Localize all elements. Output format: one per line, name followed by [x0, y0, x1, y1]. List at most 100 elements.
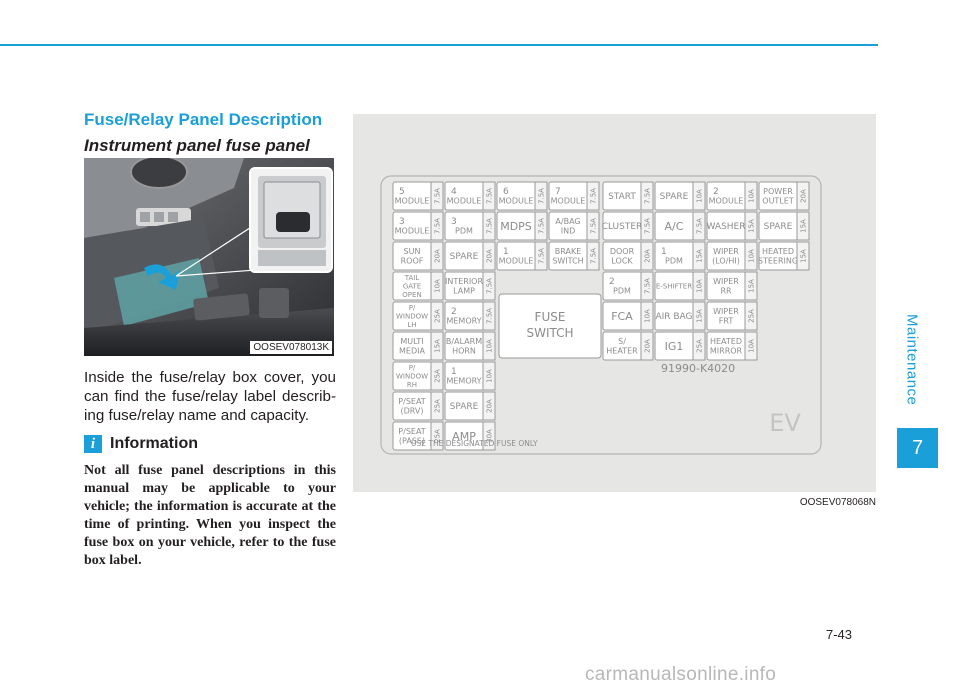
arrow-icon [144, 264, 180, 290]
fuse-label: FCA [611, 310, 633, 323]
fuse-label: MODULE [551, 197, 586, 206]
fuse-label: 1 [503, 247, 509, 257]
fuse-rating: 15A [696, 309, 704, 323]
fuse-label: MODULE [395, 227, 430, 236]
fuse-rating-box [482, 271, 496, 301]
fuse-label: 3 [451, 217, 457, 227]
fuse-label: GATE [403, 283, 421, 291]
information-icon: i [84, 435, 102, 453]
fuse-label: PDM [665, 257, 683, 266]
fuse-rating: 7.5A [538, 218, 546, 234]
fuse-rating: 25A [434, 399, 442, 413]
fuse-rating: 25A [434, 369, 442, 383]
fuse-rating-box [796, 211, 810, 241]
fuse-rating-box [692, 271, 706, 301]
fuse-label: SPARE [450, 402, 479, 412]
fuse-label: WIPER [713, 247, 739, 256]
fuse-rating: 10A [696, 279, 704, 293]
fuse-label: P/ [409, 364, 416, 372]
fuse-label: LAMP [453, 287, 475, 296]
fuse-rating-box [430, 301, 444, 331]
fuse-rating: 25A [748, 309, 756, 323]
header-rule [0, 44, 878, 46]
fuse-label: 1 [661, 247, 667, 257]
fuse-label: AMP [452, 430, 476, 443]
fuse-rating: 7.5A [486, 218, 494, 234]
fuse-label: (PASS) [399, 437, 425, 446]
fuse-label: MEMORY [446, 377, 481, 386]
section-title: Fuse/Relay Panel Description [84, 110, 323, 129]
fuse-rating-box [430, 391, 444, 421]
fuse-rating-box [482, 301, 496, 331]
fuse-switch-label: FUSE [535, 310, 566, 324]
fuse-label: STEERING [758, 257, 798, 266]
watermark: carmanualsonline.info [585, 664, 777, 685]
fuse-label: P/ [409, 304, 416, 312]
fuse-rating-box [692, 181, 706, 211]
fuse-rating: 7.5A [486, 188, 494, 204]
fuse-rating: 15A [748, 279, 756, 293]
fuse-label: 7 [555, 187, 561, 197]
fuse-label: (DRV) [401, 407, 424, 416]
fuse-rating: 7.5A [434, 188, 442, 204]
fuse-rating-box [744, 211, 758, 241]
fuse-label: HEATED [762, 247, 794, 256]
fuse-label: SWITCH [552, 257, 583, 266]
fuse-label: 4 [451, 187, 457, 197]
fuse-label: PDM [613, 287, 631, 296]
fuse-rating-box [640, 181, 654, 211]
fuse-rating: 20A [486, 249, 494, 263]
fuse-rating: 10A [486, 369, 494, 383]
fuse-rating: 15A [800, 249, 808, 263]
fuse-rating: 7.5A [644, 188, 652, 204]
fuse-label: ROOF [401, 257, 424, 266]
fuse-rating-box [482, 211, 496, 241]
fuse-rating-box [534, 181, 548, 211]
fuse-rating: 10A [644, 309, 652, 323]
dashboard-illustration [84, 158, 334, 356]
fuse-rating: 7.5A [486, 308, 494, 324]
fuse-rating: 30A [486, 429, 494, 443]
fuse-label: 6 [503, 187, 509, 197]
fuse-label: MEMORY [446, 317, 481, 326]
fuse-rating: 20A [800, 189, 808, 203]
fuse-rating-box [534, 241, 548, 271]
fuse-label: SPARE [450, 252, 479, 262]
fuse-rating: 10A [748, 339, 756, 353]
page-number: 7-43 [826, 627, 853, 642]
fuse-rating: 15A [800, 219, 808, 233]
fuse-label: MODULE [447, 197, 482, 206]
fuse-label: (LO/HI) [712, 257, 740, 266]
fuse-label: B/ALARM [446, 337, 482, 346]
fuse-rating: 7.5A [644, 218, 652, 234]
fuse-label: OUTLET [762, 197, 794, 206]
fuse-rating-box [430, 331, 444, 361]
fuse-label: S/ [618, 337, 626, 346]
fuse-label: LOCK [611, 257, 633, 266]
fuse-rating-box [744, 271, 758, 301]
fuse-rating-box [640, 211, 654, 241]
fuse-label: P/SEAT [398, 397, 426, 406]
fuse-cover-photo: OOSEV078013K [84, 158, 334, 356]
fuse-label: 2 [609, 277, 615, 287]
fuse-label: LH [407, 321, 416, 329]
fuse-label: WIPER [713, 307, 739, 316]
fuse-label: HEATER [606, 347, 638, 356]
information-label: Information [110, 435, 198, 452]
fuse-rating: 7.5A [644, 278, 652, 294]
fuse-rating-box [430, 211, 444, 241]
information-text: Not all fuse panel descriptions in this … [84, 463, 336, 568]
fuse-label: DOOR [610, 247, 635, 256]
fuse-rating-box [482, 361, 496, 391]
fuse-rating-box [640, 331, 654, 361]
sub-title: Instrument panel fuse panel [84, 136, 310, 155]
fuse-rating-box [692, 211, 706, 241]
fuse-rating: 25A [434, 429, 442, 443]
fuse-rating-box [744, 301, 758, 331]
fuse-label: WIPER [713, 277, 739, 286]
fuse-label: E-SHIFTER [656, 283, 692, 291]
fuse-label: POWER [763, 187, 793, 196]
fuse-rating-box [482, 331, 496, 361]
fuse-rating-box [796, 241, 810, 271]
